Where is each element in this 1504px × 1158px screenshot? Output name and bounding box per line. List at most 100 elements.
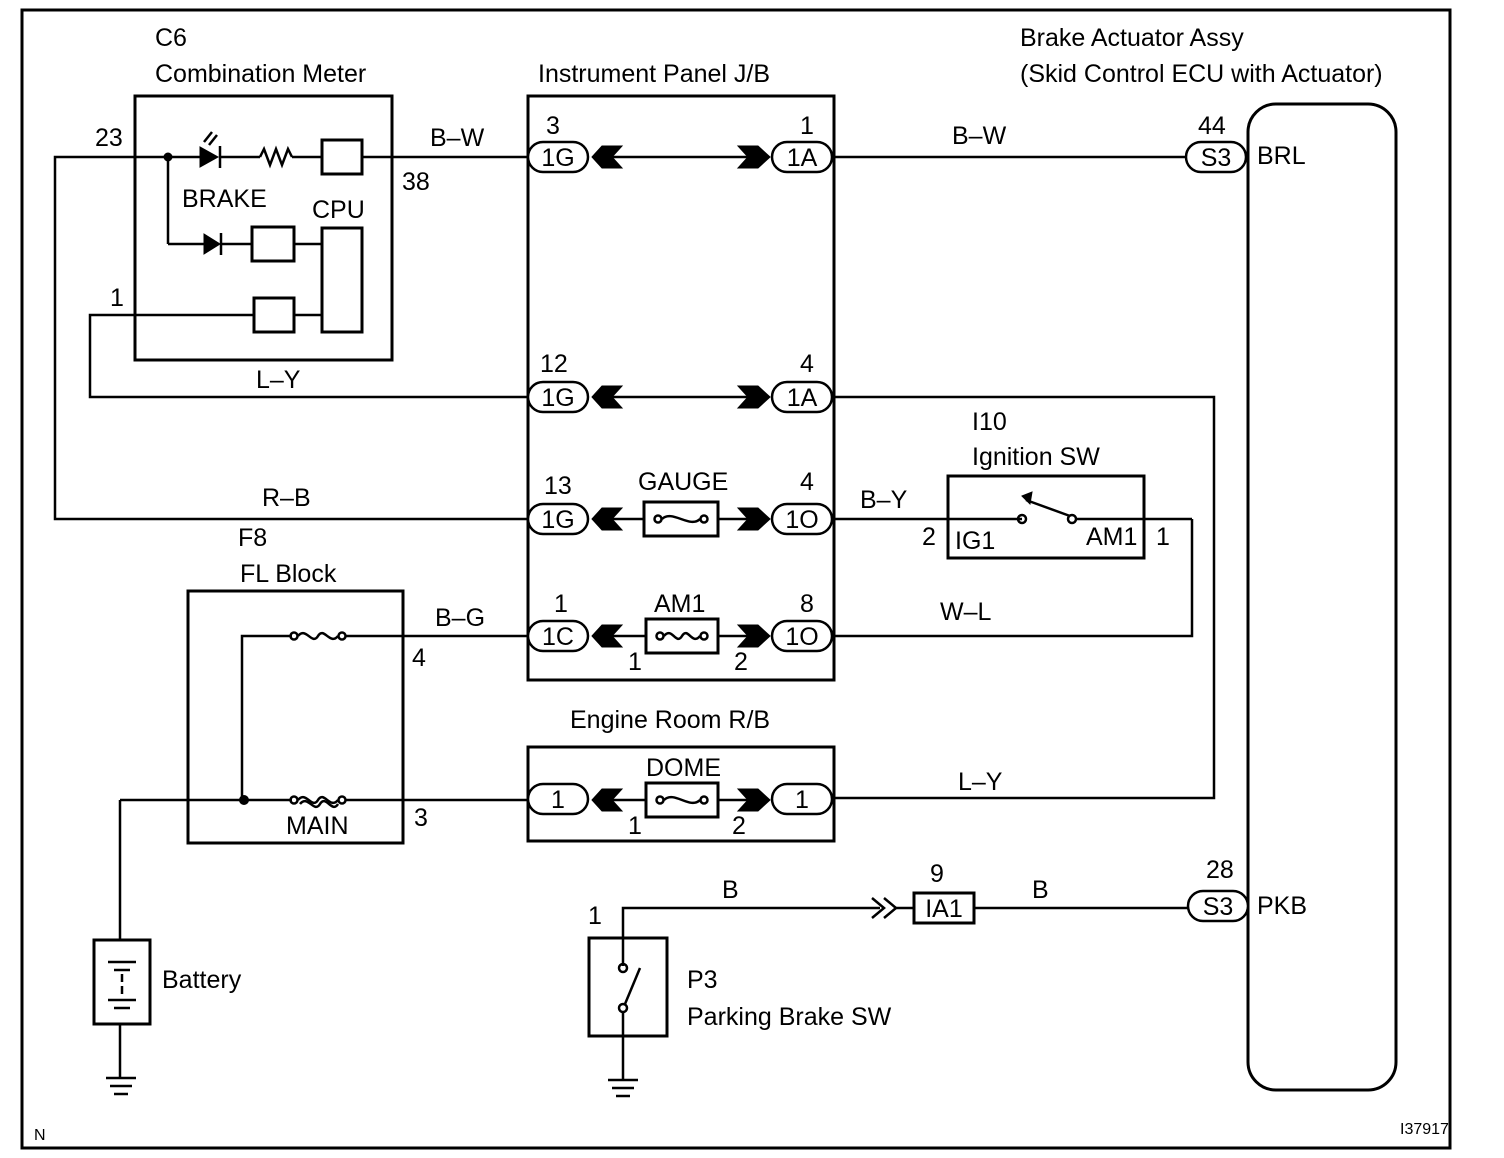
pin-1-1c: 1	[554, 590, 568, 618]
wire-label-b-right: B	[1032, 876, 1049, 904]
ignition-switch: I10 Ignition SW IG1 AM1 2 1	[832, 408, 1194, 638]
connector-1-right	[770, 782, 834, 816]
pin-1-ig: 1	[1156, 523, 1170, 551]
pin-4-1o: 4	[800, 468, 814, 496]
parking-brake-switch: 1 P3 Parking Brake SW B 9 IA1 B 28 S3	[587, 856, 1250, 1098]
circuit-row-bw: 23 B–W 38 3 1G 1 1A B–W 44 S3	[95, 112, 1248, 196]
fl-block-label: FL Block	[240, 560, 337, 588]
circuit-row-gauge: R–B 13 1G GAUGE 4 1O B–Y F8	[238, 468, 1022, 552]
svg-text:S3: S3	[1203, 893, 1234, 921]
ground-icon	[608, 1078, 638, 1098]
svg-text:1O: 1O	[785, 506, 818, 534]
pkb-terminal: PKB	[1257, 892, 1307, 920]
wire-label-rb: R–B	[262, 484, 311, 512]
svg-text:IA1: IA1	[925, 895, 963, 923]
engine-room-rb: Engine Room R/B 1 DOME 1 1 2 L–Y	[526, 706, 1003, 843]
wire-label-b-left: B	[722, 876, 739, 904]
wire-label-bw-left: B–W	[430, 124, 485, 152]
instrument-panel-label: Instrument Panel J/B	[538, 60, 770, 88]
pin-9: 9	[930, 860, 944, 888]
gauge-fuse-label: GAUGE	[638, 468, 728, 496]
am1-terminal: AM1	[1086, 523, 1137, 551]
meter-block-top	[320, 138, 364, 176]
diagram-id-label: I37917	[1400, 1121, 1449, 1138]
main-fusible-link-icon	[289, 795, 347, 809]
svg-text:1O: 1O	[785, 623, 818, 651]
combination-meter-label: Combination Meter	[155, 60, 366, 88]
parking-brake-label: Parking Brake SW	[687, 1003, 892, 1031]
pin-2-am1: 2	[734, 648, 748, 676]
dome-fuse-label: DOME	[646, 754, 721, 782]
connector-1o-row4	[770, 619, 834, 653]
fusible-link-icon	[289, 631, 347, 641]
pin-28: 28	[1206, 856, 1234, 884]
connector-arrow-right-icon	[736, 788, 771, 812]
gauge-fuse-icon	[642, 500, 720, 538]
svg-text:1G: 1G	[541, 384, 574, 412]
wire-label-ly-right: L–Y	[958, 768, 1003, 796]
cpu-block	[320, 226, 364, 334]
svg-text:1G: 1G	[541, 506, 574, 534]
connector-1g-row3	[526, 502, 590, 536]
pin-1-am1: 1	[628, 648, 642, 676]
pin-23: 23	[95, 124, 123, 152]
engine-room-label: Engine Room R/B	[570, 706, 770, 734]
svg-text:1C: 1C	[542, 623, 574, 651]
brake-actuator: Brake Actuator Assy (Skid Control ECU wi…	[1020, 24, 1398, 1092]
combination-meter: C6 Combination Meter BRAKE CPU	[133, 24, 394, 362]
brake-led-icon	[199, 131, 222, 168]
pin-4-fl: 4	[412, 644, 426, 672]
am1-fuse-label: AM1	[654, 590, 705, 618]
wire-label-by: B–Y	[860, 486, 908, 514]
meter-block-mid	[250, 225, 296, 263]
pin-38: 38	[402, 168, 430, 196]
circuit-row-ly: 1 L–Y 12 1G 4 1A	[88, 284, 1216, 800]
svg-text:S3: S3	[1201, 144, 1232, 172]
resistor-icon	[258, 145, 294, 169]
pin-4-1a: 4	[800, 350, 814, 378]
connector-arrow-right-icon	[736, 507, 771, 531]
wire-label-bg: B–G	[435, 604, 485, 632]
wire-label-bw-right: B–W	[952, 122, 1007, 150]
combination-meter-code: C6	[155, 24, 187, 52]
switch-contact-icon	[1025, 498, 1071, 518]
circuit-row-am1: B–G 1 1C AM1 8 1O 1 2 W–L	[435, 590, 992, 676]
switch-contact-icon	[623, 967, 642, 1005]
diode-icon	[203, 233, 223, 255]
connector-s3-brl	[1184, 140, 1248, 174]
connector-arrow-right-icon	[736, 145, 771, 169]
svg-text:1: 1	[551, 786, 565, 814]
connector-1g-row2	[526, 380, 590, 414]
pin-2-dome: 2	[732, 812, 746, 840]
diagram-frame	[20, 8, 1452, 1150]
pin-12: 12	[540, 350, 568, 378]
ignition-sw-label: Ignition SW	[972, 443, 1100, 471]
parking-brake-code: P3	[687, 966, 718, 994]
connector-1-left	[526, 782, 590, 816]
connector-arrow-right-icon	[736, 385, 771, 409]
ig1-terminal: IG1	[955, 527, 995, 555]
brake-actuator-sublabel: (Skid Control ECU with Actuator)	[1020, 60, 1383, 88]
pin-3-fl: 3	[414, 804, 428, 832]
battery-label: Battery	[162, 966, 242, 994]
pin-1-meter: 1	[110, 284, 124, 312]
connector-s3-pkb	[1186, 889, 1250, 923]
connector-1g-row1	[526, 140, 590, 174]
connector-arrow-right-icon	[736, 624, 771, 648]
brake-actuator-label: Brake Actuator Assy	[1020, 24, 1244, 52]
cpu-label: CPU	[312, 196, 365, 224]
dome-fuse-icon	[644, 781, 720, 819]
pin-1-pk: 1	[588, 902, 602, 930]
svg-text:1A: 1A	[787, 144, 818, 172]
fl-block: FL Block 4 MAIN 3	[120, 560, 528, 845]
brl-terminal: BRL	[1257, 142, 1306, 170]
svg-text:1G: 1G	[541, 144, 574, 172]
pin-8-1o: 8	[800, 590, 814, 618]
ignition-sw-code: I10	[972, 408, 1007, 436]
pin-44: 44	[1198, 112, 1226, 140]
wire-label-wl: W–L	[940, 598, 992, 626]
fl-block-code: F8	[238, 524, 267, 552]
pin-2-ig: 2	[922, 523, 936, 551]
ground-icon	[106, 1076, 136, 1096]
